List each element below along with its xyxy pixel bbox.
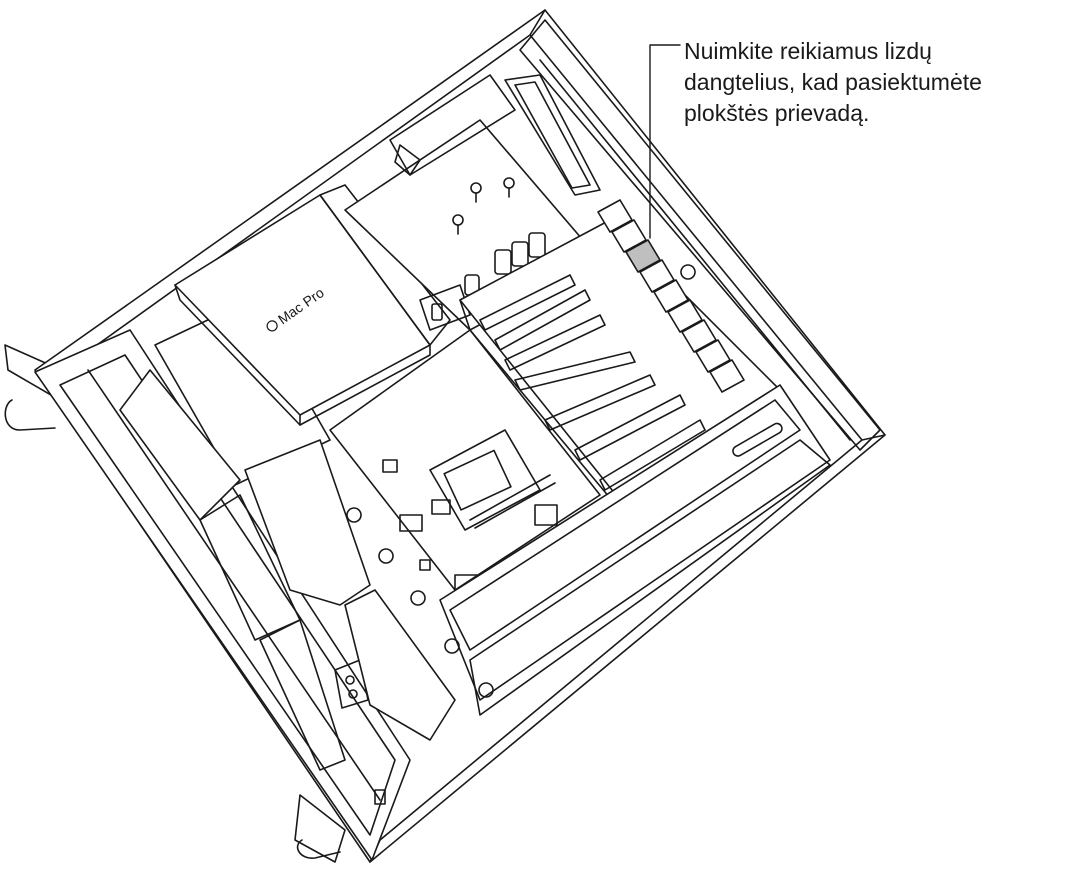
screws xyxy=(346,507,494,698)
highlighted-slot-cover xyxy=(625,239,661,273)
slot-covers xyxy=(597,199,745,393)
port-cluster xyxy=(419,232,546,331)
callout-line-2: dangtelius, kad pasiektumėte xyxy=(684,69,982,95)
front-bezel xyxy=(34,329,411,861)
lower-tray xyxy=(439,384,831,716)
callout-text: Nuimkite reikiamus lizdų dangtelius, kad… xyxy=(684,36,1069,129)
callout-line-1: Nuimkite reikiamus lizdų xyxy=(684,38,932,64)
apple-logo-icon xyxy=(266,320,278,332)
callout-line-3: plokštės prievadą. xyxy=(684,100,870,126)
pcie-slots xyxy=(479,274,706,491)
fan-housings xyxy=(119,299,456,771)
callout-leader-line xyxy=(649,44,681,239)
right-side-panel xyxy=(504,19,881,451)
mac-pro-shroud xyxy=(174,184,451,426)
logic-board xyxy=(329,329,601,594)
